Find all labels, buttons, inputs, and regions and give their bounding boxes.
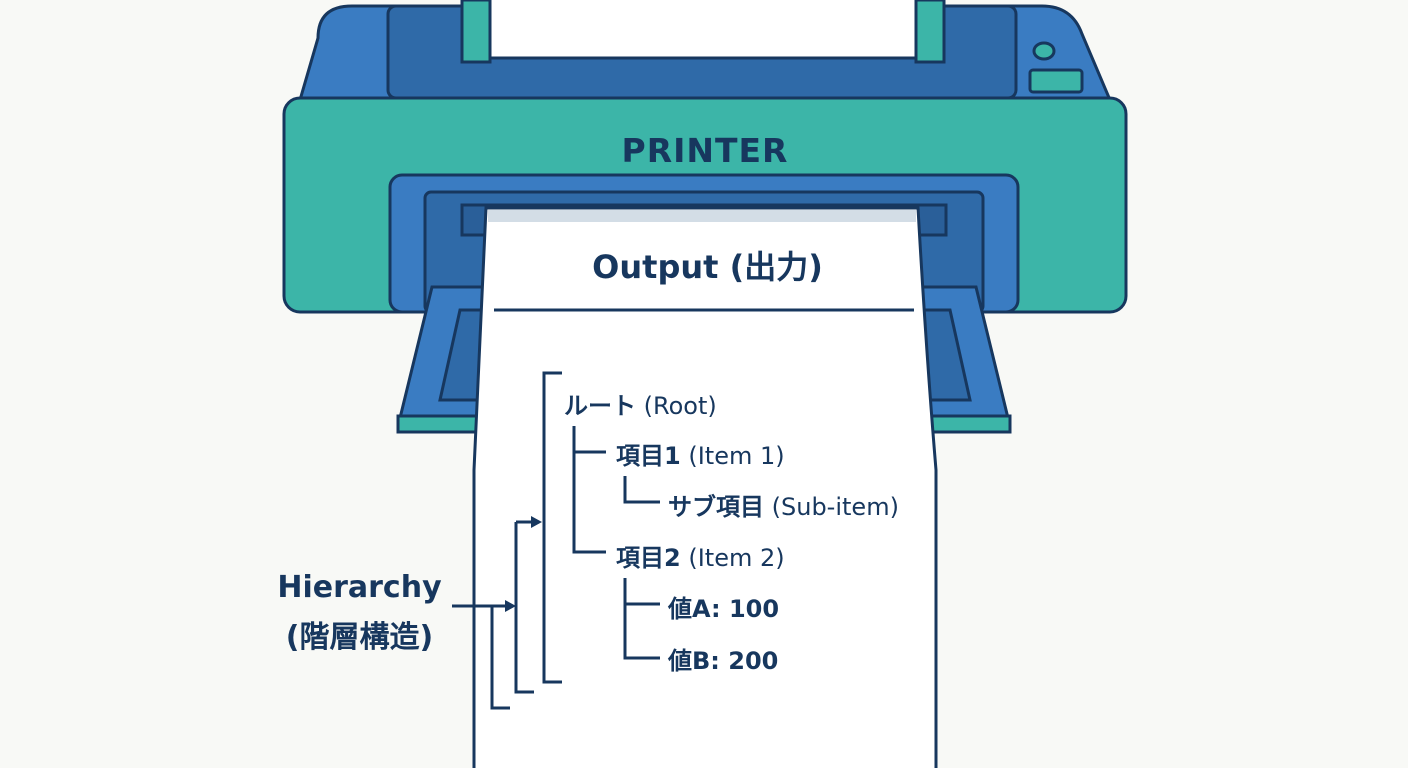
tree-node-item1-en: (Item 1) bbox=[688, 442, 785, 470]
output-paper bbox=[472, 206, 938, 768]
tree-node-item1-jp: 項目1 bbox=[616, 442, 681, 470]
hierarchy-label-line2: (階層構造) bbox=[285, 620, 434, 655]
paper-shadow bbox=[488, 210, 916, 222]
power-button-icon bbox=[1032, 41, 1056, 61]
hierarchy-arrowheads bbox=[505, 516, 542, 612]
panel-button-icon bbox=[1028, 68, 1084, 94]
printer-label: PRINTER bbox=[621, 131, 789, 170]
hierarchy-label-line1: Hierarchy bbox=[277, 570, 442, 605]
tree-node-item2-jp: 項目2 bbox=[616, 544, 681, 572]
tree-node-root: ルート (Root) bbox=[564, 386, 717, 421]
tree-node-value-b-text: 値B: 200 bbox=[668, 647, 779, 675]
input-paper bbox=[488, 0, 918, 60]
tree-node-subitem: サブ項目 (Sub-item) bbox=[668, 487, 899, 522]
tree-node-item2: 項目2 (Item 2) bbox=[616, 538, 785, 573]
tree-node-subitem-jp: サブ項目 bbox=[668, 493, 764, 521]
tree-node-root-jp: ルート bbox=[564, 392, 636, 420]
input-guide-left bbox=[460, 0, 492, 64]
input-guide-right bbox=[914, 0, 946, 64]
tree-node-root-en: (Root) bbox=[643, 392, 717, 420]
tree-node-value-b: 値B: 200 bbox=[668, 641, 778, 676]
tree-node-item1: 項目1 (Item 1) bbox=[616, 436, 785, 471]
output-title: Output (出力) bbox=[592, 248, 823, 286]
tree-node-value-a: 値A: 100 bbox=[668, 589, 779, 624]
tree-connectors bbox=[452, 371, 660, 710]
tree-node-subitem-en: (Sub-item) bbox=[771, 493, 899, 521]
tree-node-item2-en: (Item 2) bbox=[688, 544, 785, 572]
tree-node-value-a-text: 値A: 100 bbox=[668, 595, 780, 623]
